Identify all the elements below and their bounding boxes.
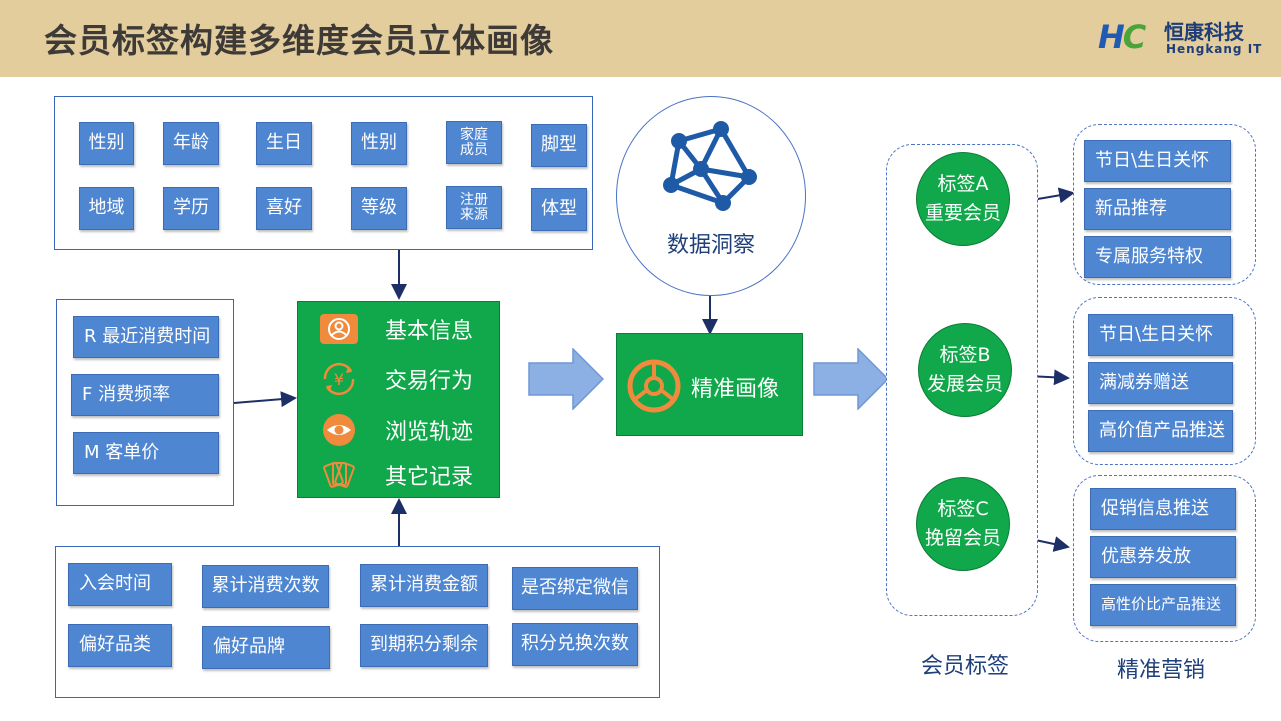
tag-gender-2: 性别 <box>351 122 407 165</box>
company-logo: HC 恒康科技 Hengkang IT <box>1098 14 1261 64</box>
info-label-basic: 基本信息 <box>385 319 474 344</box>
network-icon <box>663 121 757 211</box>
info-row-transaction: ¥ 交易行为 <box>319 362 473 396</box>
member-tag-c: 标签C 挽留会员 <box>916 477 1010 571</box>
action-a-exclusive-service: 专属服务特权 <box>1084 236 1231 278</box>
caption-member-tags: 会员标签 <box>921 654 1010 679</box>
action-b-holiday-care: 节日\生日关怀 <box>1088 314 1233 356</box>
arrow-rfm-to-info <box>233 391 297 408</box>
member-tag-c-name: 挽留会员 <box>924 527 1001 549</box>
data-insight-label: 数据洞察 <box>666 233 755 258</box>
tag-preferred-category: 偏好品类 <box>68 624 172 667</box>
tag-registration-source: 注册 来源 <box>446 186 502 229</box>
tag-education: 学历 <box>163 187 219 230</box>
diagram-canvas: 性别 年龄 生日 性别 家庭 成员 脚型 地域 学历 喜好 等级 注册 来源 体… <box>7 80 1275 714</box>
yuan-exchange-icon: ¥ <box>319 362 359 396</box>
tag-recency: R 最近消费时间 <box>73 316 219 358</box>
tag-region: 地域 <box>79 187 134 230</box>
profile-icon <box>319 312 359 346</box>
action-b-coupon-gift: 满减券赠送 <box>1088 362 1233 404</box>
page-title: 会员标签构建多维度会员立体画像 <box>44 21 554 60</box>
tag-points-remaining: 到期积分剩余 <box>360 624 488 667</box>
action-c-value-product-push: 高性价比产品推送 <box>1090 584 1236 626</box>
action-b-high-value-push: 高价值产品推送 <box>1088 410 1233 452</box>
info-row-basic: 基本信息 <box>319 312 473 346</box>
flow-arrow-portrait-to-tags <box>813 348 889 410</box>
tag-level: 等级 <box>351 187 407 230</box>
tag-preferred-brand: 偏好品牌 <box>202 626 330 669</box>
tag-gender: 性别 <box>79 122 134 165</box>
tag-points-redeemed: 积分兑换次数 <box>512 623 638 666</box>
tag-foot-type: 脚型 <box>531 124 587 167</box>
member-tag-b-name: 发展会员 <box>926 373 1003 395</box>
action-a-new-product: 新品推荐 <box>1084 188 1231 230</box>
logo-chinese-name: 恒康科技 <box>1164 20 1244 44</box>
info-row-browse: 浏览轨迹 <box>319 413 473 447</box>
logo-english-name: Hengkang IT <box>1166 42 1263 56</box>
member-tag-a: 标签A 重要会员 <box>916 152 1010 246</box>
tag-frequency: F 消费频率 <box>71 374 219 416</box>
member-tag-c-code: 标签C <box>937 497 989 520</box>
header-bar: 会员标签构建多维度会员立体画像 HC 恒康科技 Hengkang IT <box>0 0 1281 77</box>
caption-precision-marketing: 精准营销 <box>1117 658 1206 683</box>
target-icon <box>627 359 681 413</box>
member-tag-a-code: 标签A <box>937 172 989 195</box>
info-label-browse: 浏览轨迹 <box>385 420 474 445</box>
action-c-coupon-issue: 优惠券发放 <box>1090 536 1236 578</box>
info-row-other: 其它记录 <box>319 458 473 492</box>
tag-monetary: M 客单价 <box>73 432 219 474</box>
tag-age: 年龄 <box>163 122 219 165</box>
tag-hobby: 喜好 <box>256 187 312 230</box>
info-label-transaction: 交易行为 <box>385 369 474 394</box>
info-label-other: 其它记录 <box>385 465 474 490</box>
action-c-promotion-push: 促销信息推送 <box>1090 488 1236 530</box>
tag-wechat-bound: 是否绑定微信 <box>512 567 638 610</box>
logo-mark: HC <box>1098 18 1146 56</box>
tag-birthday: 生日 <box>256 122 312 165</box>
tag-family-members: 家庭 成员 <box>446 121 502 164</box>
precise-portrait-label: 精准画像 <box>691 377 780 402</box>
tag-total-amount: 累计消费金额 <box>360 564 488 607</box>
basic-attributes-panel <box>54 96 593 250</box>
cards-icon <box>319 458 359 492</box>
data-insight-circle: 数据洞察 <box>616 96 806 296</box>
flow-arrow-info-to-portrait <box>528 348 604 410</box>
tag-body-type: 体型 <box>531 188 587 231</box>
member-tag-b: 标签B 发展会员 <box>918 323 1012 417</box>
tag-total-purchases: 累计消费次数 <box>202 565 329 608</box>
svg-text:¥: ¥ <box>334 370 344 389</box>
eye-icon <box>319 413 359 447</box>
member-tag-a-name: 重要会员 <box>924 202 1001 224</box>
tag-join-time: 入会时间 <box>68 563 172 606</box>
action-a-holiday-care: 节日\生日关怀 <box>1084 140 1231 182</box>
member-tag-b-code: 标签B <box>939 343 991 366</box>
